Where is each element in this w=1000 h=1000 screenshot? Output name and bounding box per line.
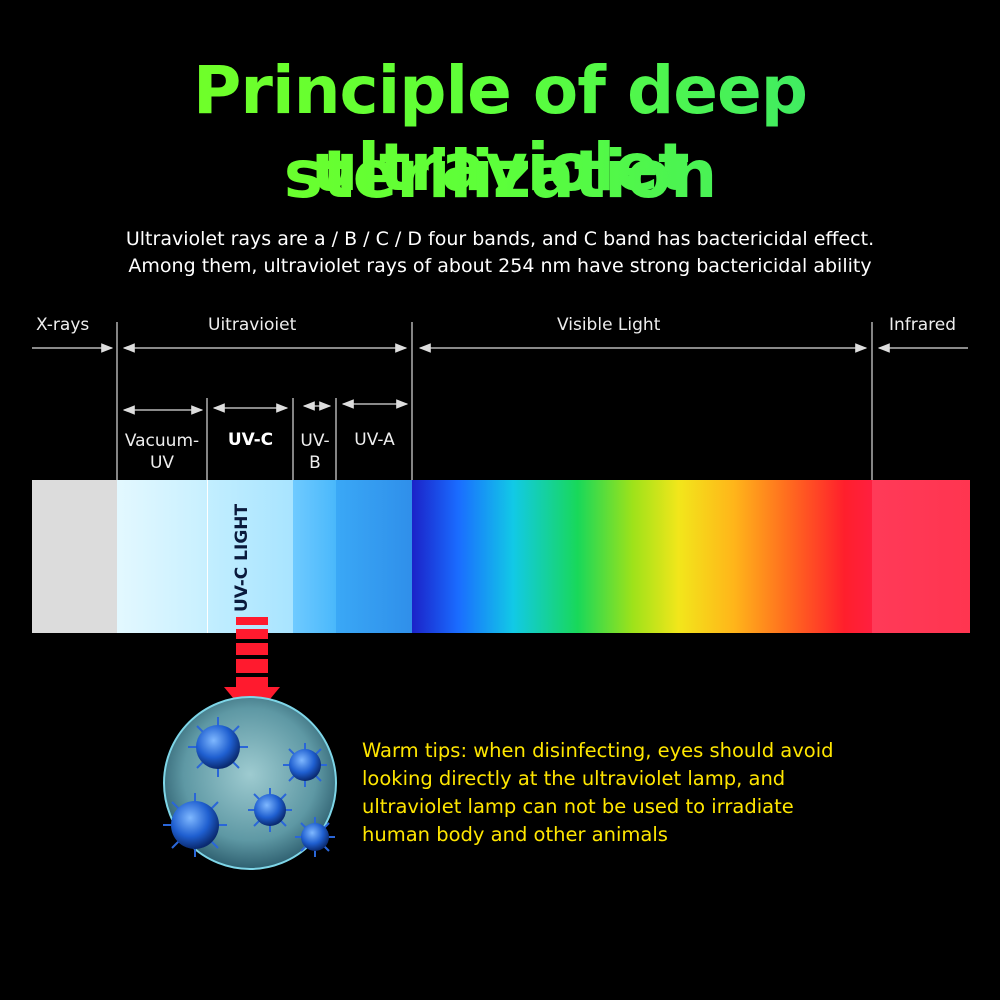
- warm-tips-line1: Warm tips: when disinfecting, eyes shoul…: [362, 739, 834, 762]
- page-title-line1: Principle of deep ultraviolet: [0, 52, 1000, 206]
- band-uvb: [293, 480, 337, 633]
- band-uva: [336, 480, 412, 633]
- region-label-infrared: Infrared: [889, 315, 957, 335]
- bacteria-virus-icon: [163, 717, 335, 857]
- band-infrared: [872, 480, 970, 633]
- band-label-vacuum-uv-line1: Vacuum-: [124, 431, 200, 451]
- band-label-uvb: UV- B: [294, 430, 336, 474]
- warm-tips-line4: human body and other animals: [362, 823, 668, 846]
- band-label-uvb-line1: UV-: [300, 431, 330, 451]
- band-label-uvc: UV-C: [227, 430, 274, 450]
- band-label-vacuum-uv-line2: UV: [149, 453, 175, 473]
- band-label-uva: UV-A: [354, 430, 395, 450]
- subtitle-line1: Ultraviolet rays are a / B / C / D four …: [125, 228, 875, 250]
- warm-tips-line2: looking directly at the ultraviolet lamp…: [362, 767, 786, 790]
- red-arrow-icon: [224, 617, 280, 721]
- subtitle-line2: Among them, ultraviolet rays of about 25…: [128, 255, 872, 277]
- uvc-light-label: UV-C LIGHT: [232, 503, 252, 612]
- page-title-line2: sterilization: [0, 136, 1000, 213]
- region-label-visible-light: Visible Light: [557, 315, 661, 335]
- region-label-ultraviolet: Uitravioiet: [208, 315, 297, 335]
- warm-tips: Warm tips: when disinfecting, eyes shoul…: [362, 737, 942, 849]
- band-xray: [32, 480, 117, 633]
- band-label-uvb-line2: B: [309, 453, 321, 473]
- band-label-vacuum-uv: Vacuum- UV: [117, 430, 207, 474]
- band-vacuum-uv: [117, 480, 207, 633]
- band-visible-light: [412, 480, 872, 633]
- warm-tips-line3: ultraviolet lamp can not be used to irra…: [362, 795, 794, 818]
- sterilization-illustration: [163, 617, 337, 870]
- region-label-xrays: X-rays: [36, 315, 90, 335]
